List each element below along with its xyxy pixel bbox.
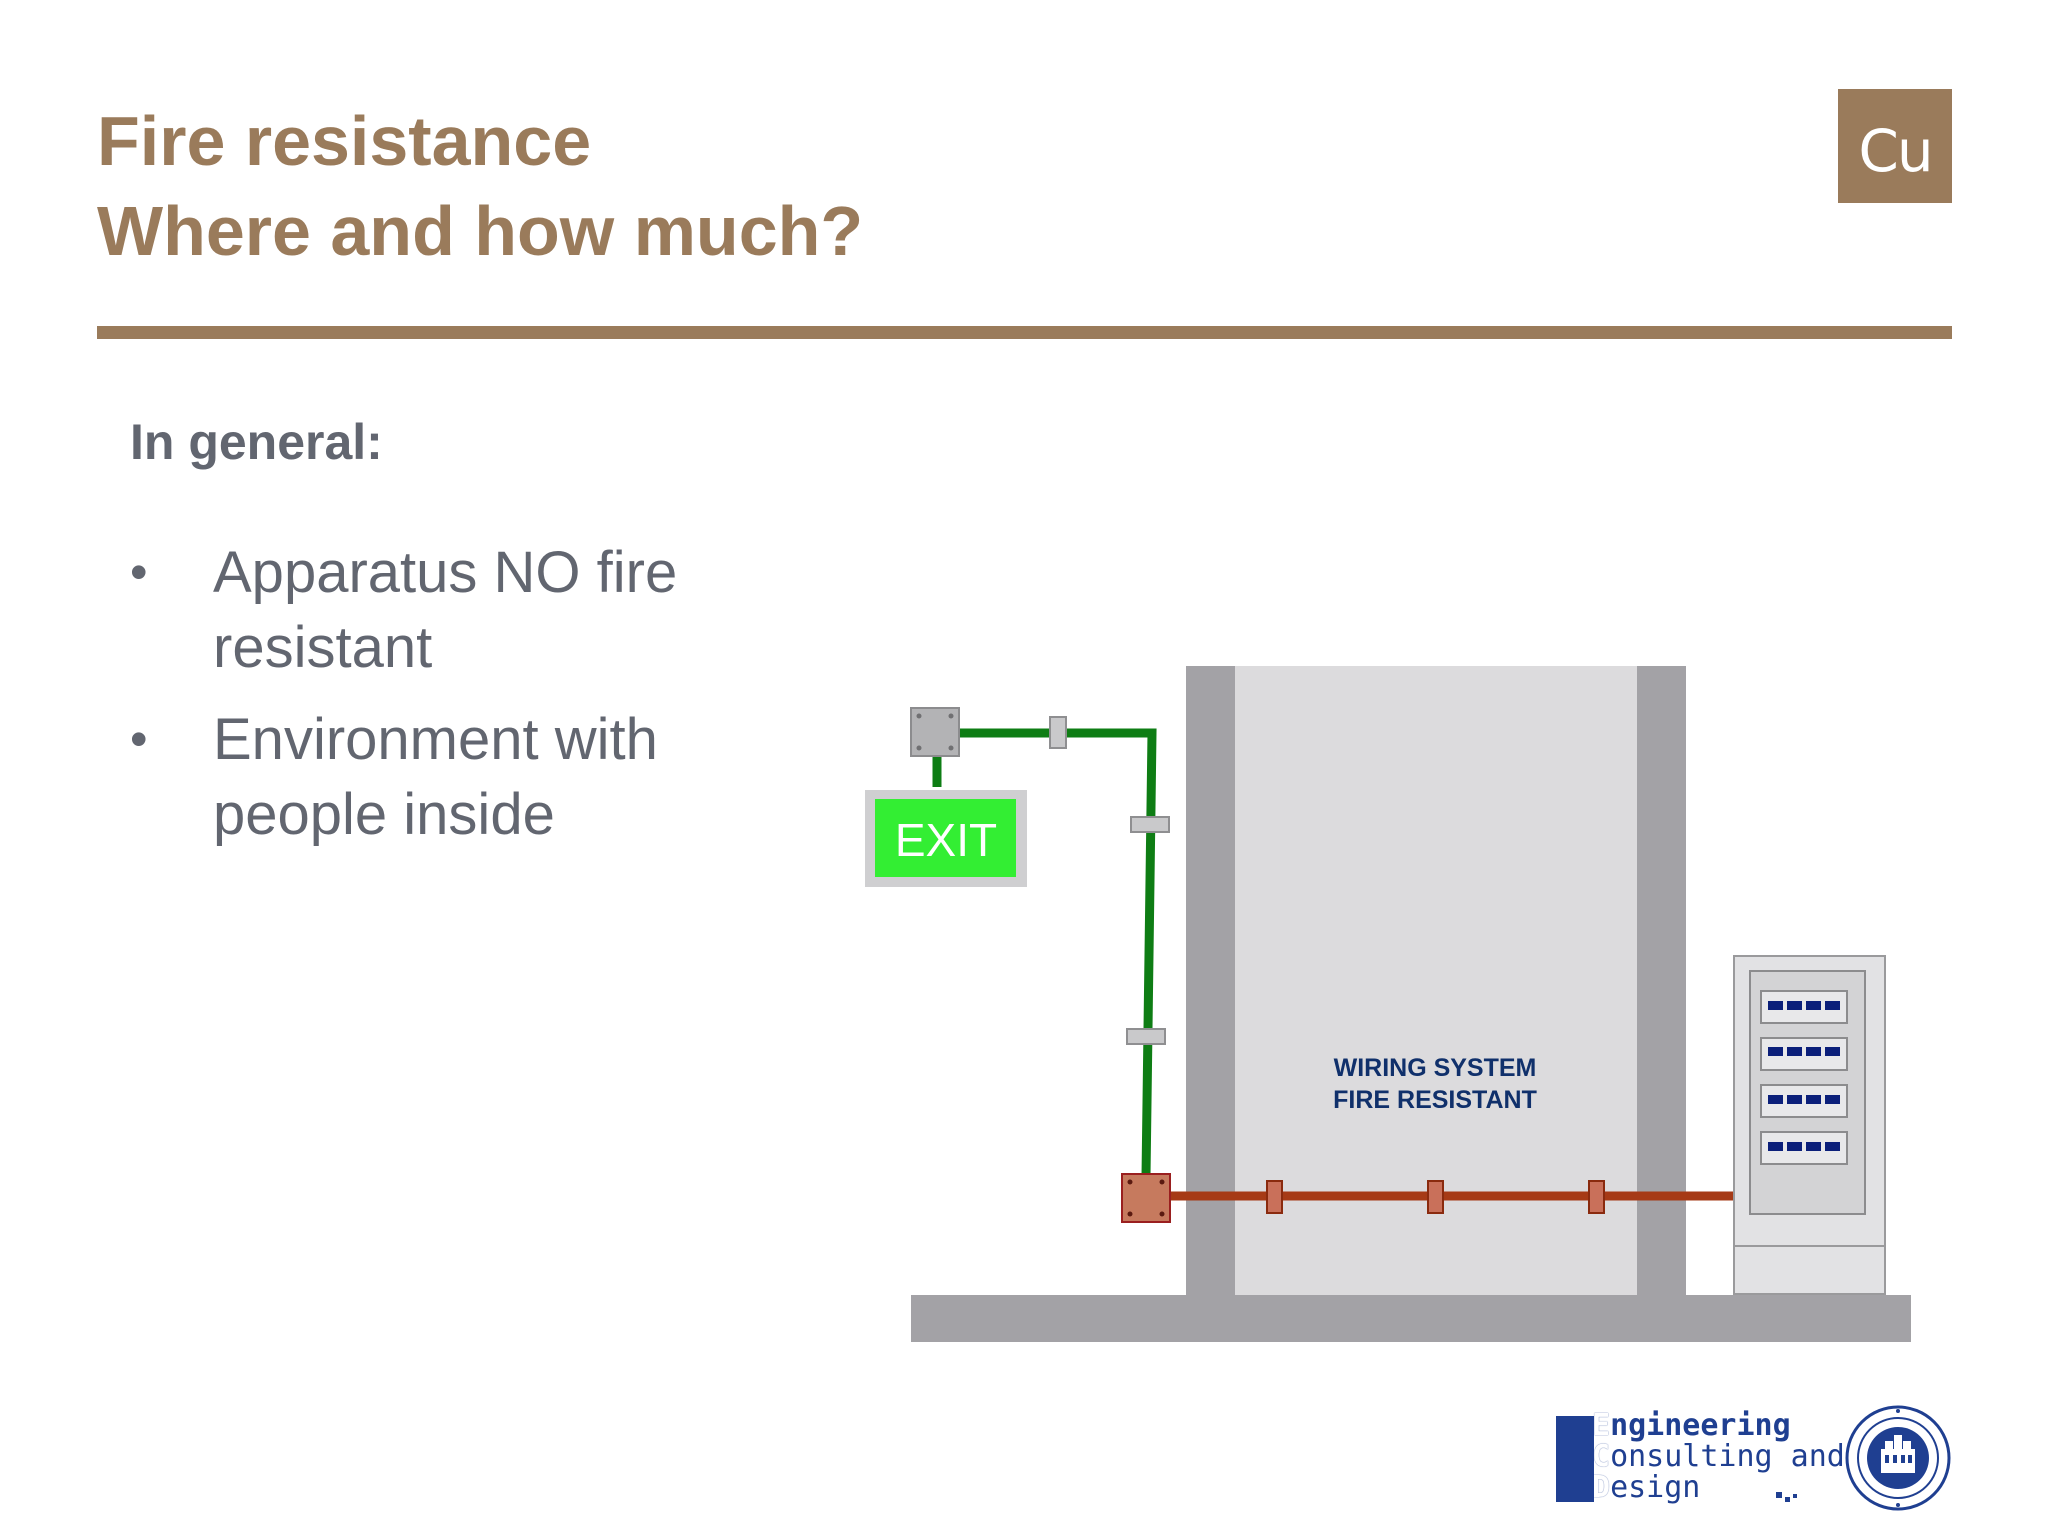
ecd-word: ngineering: [1610, 1408, 1791, 1443]
bullet-marker: •: [130, 711, 148, 767]
slide-title: Fire resistance Where and how much?: [97, 96, 863, 276]
bullet-marker: •: [130, 544, 148, 600]
title-divider: [97, 326, 1952, 339]
wall-label-line-1: WIRING SYSTEM: [1334, 1054, 1537, 1082]
fire-clip: [1588, 1180, 1605, 1214]
floor-slab: [911, 1295, 1911, 1342]
cu-logo: Cu: [1838, 89, 1952, 203]
breaker-row: [1760, 1084, 1848, 1118]
ecd-word: onsulting and: [1610, 1439, 1845, 1474]
breaker-row: [1760, 1037, 1848, 1071]
title-line-2: Where and how much?: [97, 192, 864, 270]
cable-clip: [1130, 816, 1170, 833]
ecd-dots-icon: [1776, 1492, 1797, 1502]
subheading: In general:: [130, 414, 383, 470]
exit-sign-panel: [875, 799, 1016, 877]
bullet-text: Environment with people inside: [213, 707, 658, 847]
breaker-row: [1760, 990, 1848, 1024]
ecd-initial: E: [1592, 1408, 1611, 1443]
title-line-1: Fire resistance: [97, 102, 592, 180]
bullet-list: • Apparatus NO fire resistant • Environm…: [130, 535, 770, 869]
cable-clip: [1049, 716, 1067, 749]
bullet-text: Apparatus NO fire resistant: [213, 540, 678, 680]
right-wall: [1637, 666, 1686, 1295]
ecd-logo-bar: [1556, 1416, 1594, 1502]
fire-clip: [1266, 1180, 1283, 1214]
bullet-item: • Apparatus NO fire resistant: [130, 535, 770, 685]
breaker-row: [1760, 1131, 1848, 1165]
left-wall: [1186, 666, 1235, 1295]
fire-clip: [1427, 1180, 1444, 1214]
ecd-logo: Engineering Consulting and Design: [1556, 1408, 1845, 1506]
ecd-word: esign: [1610, 1470, 1701, 1505]
university-seal-icon: [1845, 1405, 1951, 1511]
ecd-initial: D: [1592, 1470, 1611, 1505]
exit-sign-text: EXIT: [895, 814, 997, 866]
cable-clip: [1126, 1028, 1166, 1045]
wall-label-line-2: FIRE RESISTANT: [1333, 1086, 1537, 1114]
bullet-item: • Environment with people inside: [130, 702, 770, 852]
distribution-panel: [1733, 955, 1886, 1295]
ecd-initial: C: [1592, 1439, 1611, 1474]
